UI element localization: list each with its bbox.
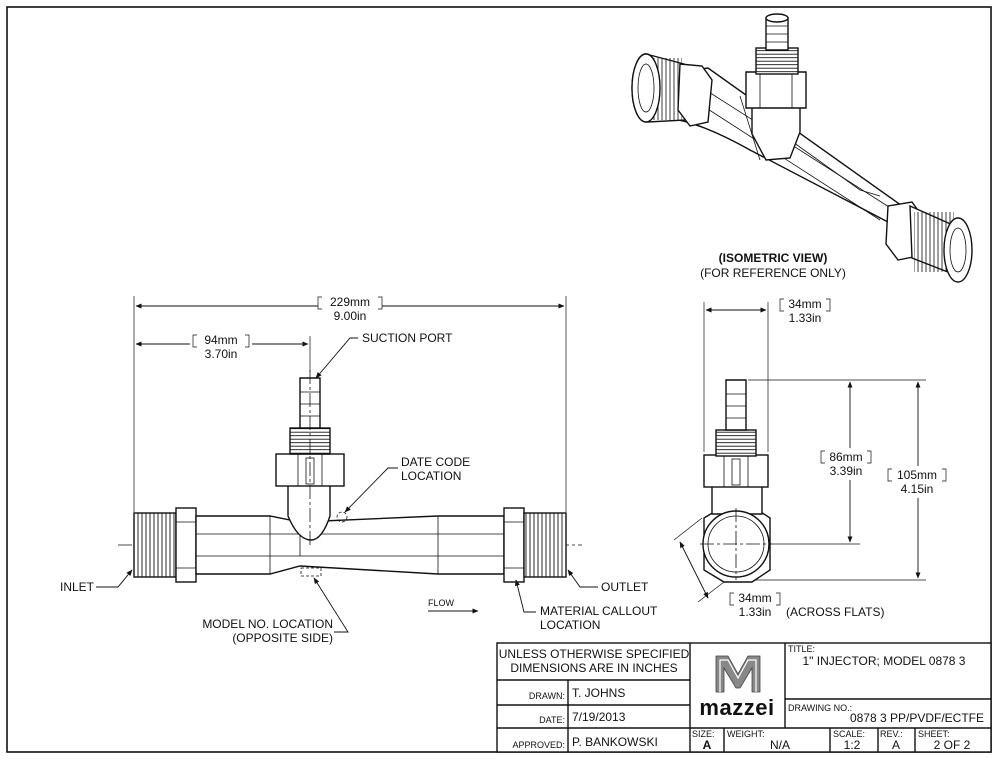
- tb-note-1: UNLESS OTHERWISE SPECIFIED: [499, 647, 690, 661]
- callout-material-2: LOCATION: [540, 618, 600, 632]
- callout-inlet: INLET: [60, 580, 95, 594]
- callout-outlet: OUTLET: [601, 580, 649, 594]
- tb-date-label: DATE:: [539, 715, 565, 725]
- isometric-title: (ISOMETRIC VIEW): [719, 251, 828, 265]
- title-block: [496, 642, 992, 753]
- dim-width-in: 1.33in: [789, 311, 822, 325]
- side-view: [700, 379, 772, 583]
- tb-drawing-no-label: DRAWING NO.:: [788, 703, 852, 713]
- isometric-subtitle: (FOR REFERENCE ONLY): [700, 266, 846, 280]
- callout-date-code-1: DATE CODE: [401, 455, 470, 469]
- tb-note-2: DIMENSIONS ARE IN INCHES: [510, 661, 677, 675]
- tb-drawn-label: DRAWN:: [529, 691, 565, 701]
- dim-suction-mm: 94mm: [204, 333, 237, 347]
- across-flats-label: (ACROSS FLATS): [786, 605, 884, 619]
- dim-width-mm: 34mm: [788, 297, 821, 311]
- dim-port-in: 3.39in: [830, 464, 863, 478]
- tb-sheet-label: SHEET:: [918, 729, 950, 739]
- tb-size-value: A: [703, 738, 712, 752]
- dim-total-in: 4.15in: [901, 482, 934, 496]
- dim-port-mm: 86mm: [829, 450, 862, 464]
- tb-rev-value: A: [892, 738, 900, 752]
- isometric-view: [631, 13, 973, 283]
- tb-approved-label: APPROVED:: [512, 740, 565, 750]
- tb-sheet-value: 2 OF 2: [934, 738, 971, 752]
- dim-overall-in: 9.00in: [334, 309, 367, 323]
- callout-material-1: MATERIAL CALLOUT: [540, 604, 658, 618]
- tb-weight-value: N/A: [770, 738, 790, 752]
- flow-label: FLOW: [428, 598, 455, 608]
- dim-flats-in: 1.33in: [739, 605, 772, 619]
- dim-overall-mm: 229mm: [330, 295, 370, 309]
- tb-size-label: SIZE:: [692, 729, 715, 739]
- tb-drawing-no-value: 0878 3 PP/PVDF/ECTFE: [850, 711, 984, 725]
- tb-date-value: 7/19/2013: [572, 710, 626, 724]
- dim-total-mm: 105mm: [897, 468, 937, 482]
- sheet-border: [6, 6, 992, 753]
- tb-scale-label: SCALE:: [833, 729, 865, 739]
- callout-suction-port: SUCTION PORT: [362, 331, 453, 345]
- callout-date-code-2: LOCATION: [401, 469, 461, 483]
- tb-approved-value: P. BANKOWSKI: [572, 735, 658, 749]
- callout-model-no-1: MODEL NO. LOCATION: [202, 617, 333, 631]
- front-callouts: [96, 337, 598, 633]
- tb-scale-value: 1:2: [844, 738, 861, 752]
- tb-weight-label: WEIGHT:: [727, 729, 765, 739]
- callout-model-no-2: (OPPOSITE SIDE): [232, 631, 333, 645]
- tb-drawn-value: T. JOHNS: [572, 686, 625, 700]
- dim-flats-mm: 34mm: [738, 591, 771, 605]
- mazzei-logo: [715, 655, 761, 693]
- front-dimensions: [133, 296, 567, 512]
- dim-suction-in: 3.70in: [205, 347, 238, 361]
- tb-title-value: 1" INJECTOR; MODEL 0878 3: [803, 654, 966, 668]
- tb-title-label: TITLE:: [788, 644, 815, 654]
- front-view: [118, 370, 582, 583]
- company-logo-text: mazzei: [699, 695, 774, 720]
- tb-rev-label: REV.:: [880, 729, 903, 739]
